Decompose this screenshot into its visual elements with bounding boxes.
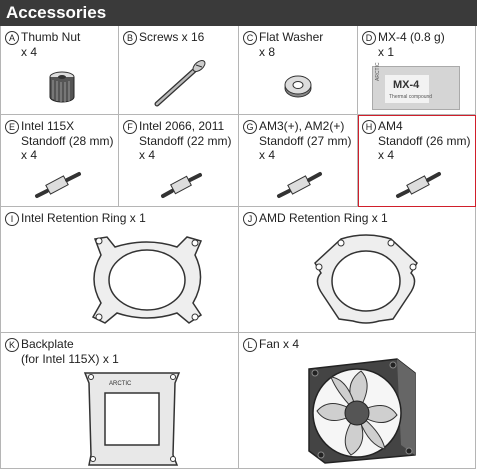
item-name-2: Standoff (22 mm) — [139, 134, 232, 148]
item-letter: E — [5, 120, 19, 134]
item-letter: H — [362, 120, 376, 134]
standoff-icon — [35, 172, 81, 198]
item-name: AM3(+), AM2(+) — [259, 119, 345, 133]
item-name-2: (for Intel 115X) x 1 — [21, 352, 119, 366]
item-name: AM4 — [378, 119, 403, 133]
standoff-icon — [161, 173, 202, 198]
thumb-nut-icon — [49, 71, 75, 103]
item-name-2: Standoff (26 mm) — [378, 134, 471, 148]
item-name: Intel 2066, 2011 — [139, 119, 225, 133]
item-letter: J — [243, 212, 257, 226]
item-letter: B — [123, 31, 137, 45]
item-qty: x 4 — [139, 148, 156, 162]
item-name: Thumb Nut — [21, 30, 81, 44]
item-letter: I — [5, 212, 19, 226]
item-qty: x 4 — [21, 45, 38, 59]
item-name: AMD Retention Ring x 1 — [259, 211, 388, 225]
mx4-packet: ARCTIC MX-4 Thermal compound — [372, 62, 460, 110]
item-letter: G — [243, 120, 257, 134]
item-name: Intel 115X — [21, 119, 75, 133]
backplate-brand: ARCTIC — [109, 381, 132, 387]
item-name-2: Standoff (28 mm) — [21, 134, 114, 148]
item-name: Flat Washer — [259, 30, 324, 44]
amd-ring-icon — [314, 234, 418, 324]
item-qty: x 4 — [378, 148, 395, 162]
item-letter: A — [5, 31, 19, 45]
section-header: Accessories — [0, 0, 477, 26]
item-qty: x 1 — [378, 45, 395, 59]
intel-ring-icon — [91, 236, 203, 324]
item-qty: x 8 — [259, 45, 276, 59]
item-letter: L — [243, 338, 257, 352]
item-letter: F — [123, 120, 137, 134]
item-letter: K — [5, 338, 19, 352]
item-name-2: Standoff (27 mm) — [259, 134, 352, 148]
backplate-icon: ARCTIC — [83, 372, 181, 466]
mx4-label: MX-4 — [393, 79, 420, 91]
item-qty: x 4 — [259, 148, 276, 162]
mx4-sub: Thermal compound — [389, 94, 433, 100]
item-name: Intel Retention Ring x 1 — [21, 211, 146, 225]
washer-icon — [284, 75, 312, 98]
section-title: Accessories — [6, 3, 107, 22]
item-name: Screws x 16 — [139, 30, 205, 44]
item-name: Backplate — [21, 337, 74, 351]
item-letter: C — [243, 31, 257, 45]
standoff-icon — [277, 172, 322, 198]
mx4-brand: ARCTIC — [375, 62, 381, 81]
screw-icon — [154, 60, 206, 107]
item-name: MX-4 (0.8 g) — [378, 30, 445, 44]
item-qty: x 4 — [21, 148, 38, 162]
item-letter: D — [362, 31, 376, 45]
standoff-icon — [396, 172, 441, 198]
fan-icon — [308, 358, 416, 464]
item-name: Fan x 4 — [259, 337, 300, 351]
